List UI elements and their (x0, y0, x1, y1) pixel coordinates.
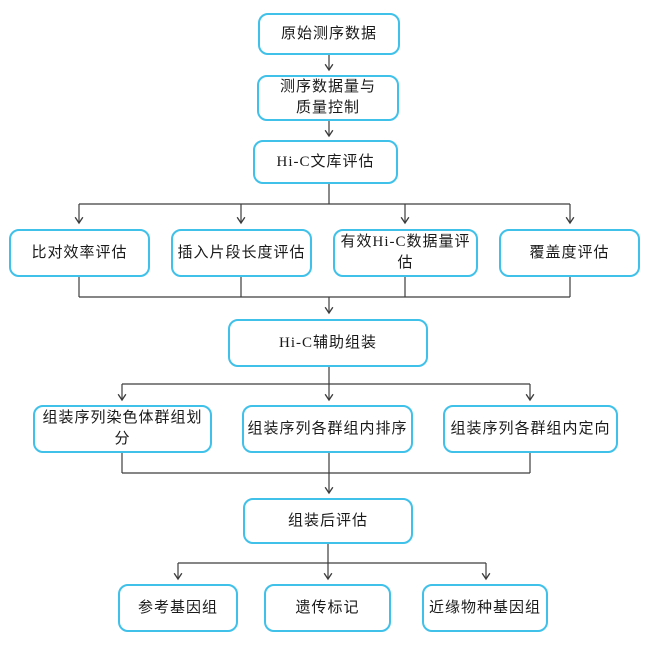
node-valid-hic-data-evaluation: 有效Hi-C数据量评估 (333, 229, 478, 277)
node-label: 近缘物种基因组 (428, 599, 541, 616)
node-label: 测序数据量与 (279, 79, 376, 95)
node-alignment-efficiency-evaluation: 比对效率评估 (9, 229, 150, 277)
node-label: 插入片段长度评估 (177, 244, 306, 261)
node-label: 比对效率评估 (31, 244, 128, 261)
node-label: 组装后评估 (287, 512, 368, 529)
node-label: 遗传标记 (295, 599, 360, 616)
node-label: Hi-C文库评估 (276, 153, 375, 170)
node-label: 组装序列染色体群组划分 (42, 410, 203, 447)
node-related-species-genome: 近缘物种基因组 (422, 584, 548, 632)
node-sequencing-qc: 测序数据量与 质量控制 (257, 75, 399, 121)
node-label: 质量控制 (295, 100, 360, 116)
node-label: 参考基因组 (137, 599, 218, 616)
node-label: 组装序列各群组内定向 (450, 420, 611, 437)
node-label: Hi-C辅助组装 (278, 334, 377, 351)
node-hic-assisted-assembly: Hi-C辅助组装 (228, 319, 428, 367)
node-raw-sequencing-data: 原始测序数据 (258, 13, 400, 55)
node-intra-group-ordering: 组装序列各群组内排序 (242, 405, 413, 453)
node-reference-genome: 参考基因组 (118, 584, 238, 632)
node-label: 原始测序数据 (280, 25, 377, 42)
node-label: 覆盖度评估 (529, 244, 610, 261)
node-insert-fragment-length-evaluation: 插入片段长度评估 (171, 229, 312, 277)
node-chromosome-group-partition: 组装序列染色体群组划分 (33, 405, 212, 453)
node-genetic-markers: 遗传标记 (264, 584, 391, 632)
node-label: 组装序列各群组内排序 (247, 420, 408, 437)
node-label: 有效Hi-C数据量评估 (340, 234, 471, 271)
node-intra-group-orientation: 组装序列各群组内定向 (443, 405, 618, 453)
node-coverage-evaluation: 覆盖度评估 (499, 229, 640, 277)
node-hic-library-evaluation: Hi-C文库评估 (253, 140, 398, 184)
node-post-assembly-evaluation: 组装后评估 (243, 498, 413, 544)
